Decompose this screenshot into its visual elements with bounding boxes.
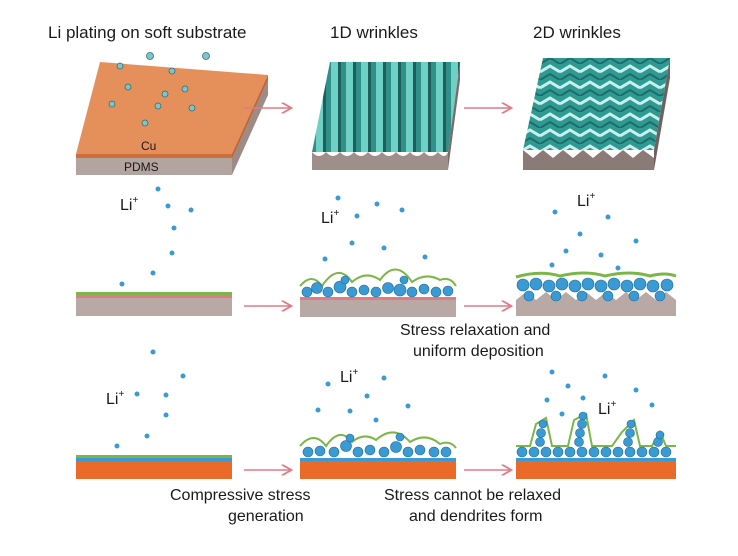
li-ion-dots <box>549 209 639 271</box>
li-ion-label: Li+ <box>321 208 339 227</box>
svg-text:Li+: Li+ <box>598 399 616 418</box>
caption-stress-relaxation-2: uniform deposition <box>413 343 544 360</box>
flat-electrode-rigid <box>76 455 232 479</box>
electrode-1d-soft <box>299 268 457 317</box>
electrode-dendrites <box>516 411 676 479</box>
flat-electrode-soft <box>76 292 232 316</box>
cu-label: Cu <box>141 139 156 153</box>
svg-text:Li+: Li+ <box>106 389 124 408</box>
svg-text:Li+: Li+ <box>340 367 358 386</box>
li-ion-label: Li+ <box>340 367 358 386</box>
svg-text:Li+: Li+ <box>120 195 138 214</box>
li-ion-label: Li+ <box>598 399 616 418</box>
flat-cu-pdms-substrate: Cu PDMS <box>76 52 268 175</box>
li-ion-dots <box>119 186 194 287</box>
caption-dendrites-2: and dendrites form <box>409 508 542 525</box>
li-ion-dots <box>315 375 411 423</box>
li-atom-group <box>108 52 210 127</box>
wrinkled-1d-substrate <box>312 62 460 170</box>
li-ion-label: Li+ <box>120 195 138 214</box>
svg-text:Li+: Li+ <box>321 208 339 227</box>
caption-compressive-2: generation <box>228 508 304 525</box>
svg-text:Li+: Li+ <box>577 191 595 210</box>
li-ion-dots <box>544 369 655 417</box>
heading-1d-wrinkles: 1D wrinkles <box>330 23 418 42</box>
caption-dendrites-1: Stress cannot be relaxed <box>384 487 561 504</box>
pdms-label: PDMS <box>124 160 159 174</box>
li-ion-label: Li+ <box>577 191 595 210</box>
heading-2d-wrinkles: 2D wrinkles <box>533 23 621 42</box>
caption-stress-relaxation-1: Stress relaxation and <box>400 322 550 339</box>
wrinkled-2d-substrate <box>523 58 670 170</box>
electrode-rigid-stress <box>299 431 457 479</box>
electrode-2d-uniform <box>515 271 677 316</box>
heading-li-plating: Li plating on soft substrate <box>48 23 246 42</box>
li-ion-dots <box>322 195 428 262</box>
li-ion-dots <box>114 349 186 449</box>
caption-compressive-1: Compressive stress <box>170 487 310 504</box>
li-ion-label: Li+ <box>106 389 124 408</box>
